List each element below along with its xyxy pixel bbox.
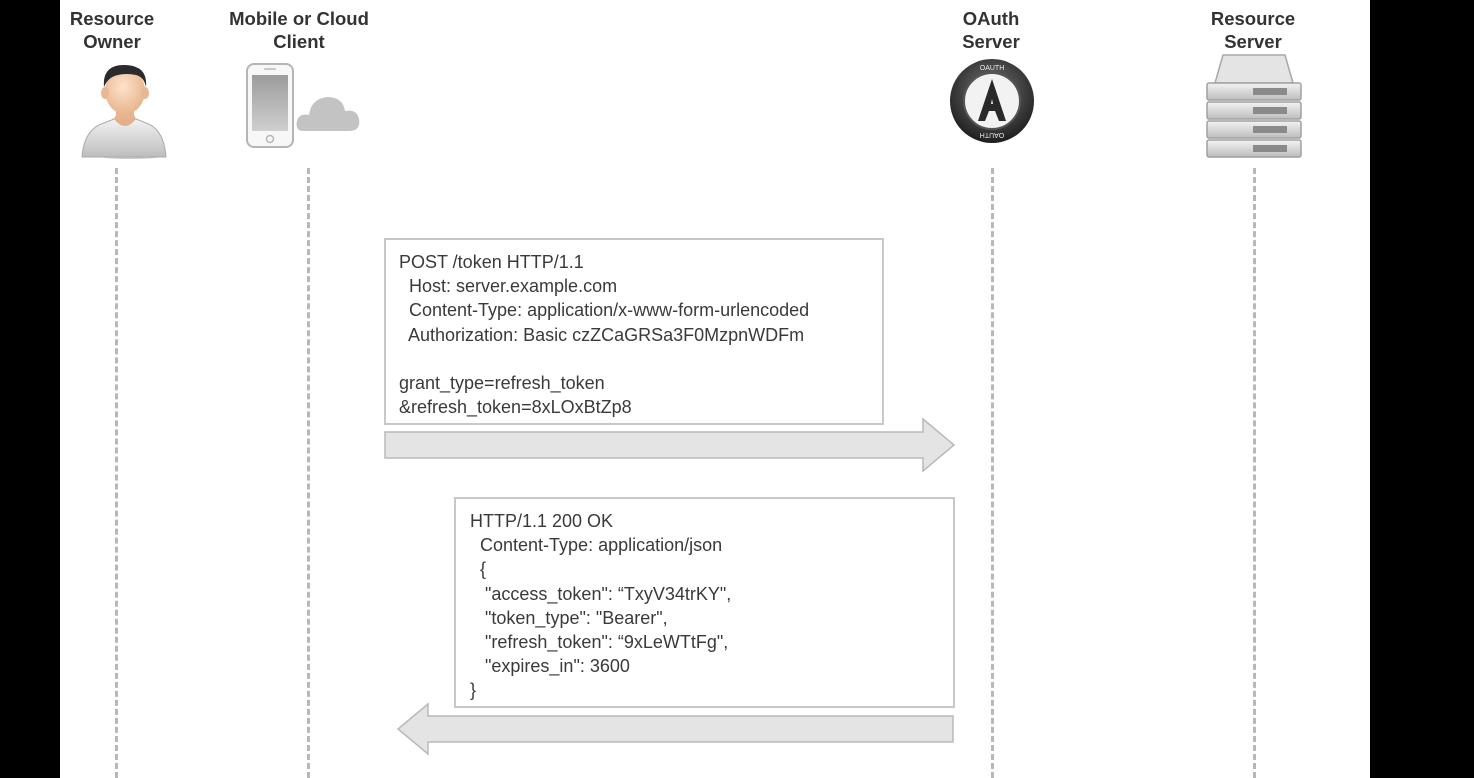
- actor-label-oauth-server: OAuth Server: [962, 8, 1020, 52]
- response-line: Content-Type: application/json: [470, 535, 723, 556]
- actor-label-resource-server: Resource Server: [1210, 8, 1296, 52]
- response-line: "expires_in": 3600: [470, 656, 630, 677]
- lifeline-resource-owner: [115, 168, 118, 778]
- actor-label-client: Mobile or Cloud Client: [229, 8, 369, 52]
- response-arrow: [396, 702, 956, 756]
- response-line: }: [470, 680, 477, 701]
- response-line: {: [470, 559, 487, 580]
- response-line: "token_type": "Bearer",: [470, 607, 668, 628]
- request-line: &refresh_token=8xLOxBtZp8: [399, 397, 632, 418]
- request-line: Host: server.example.com: [399, 276, 618, 297]
- oauth-logo-icon: OAUTH OAUTH: [947, 57, 1037, 145]
- server-rack-icon: [1203, 53, 1305, 159]
- request-line: Authorization: Basic czZCaGRSa3F0MzpnWDF…: [399, 324, 805, 345]
- response-line: "refresh_token": “9xLeWTtFg",: [470, 631, 729, 652]
- person-icon: [78, 57, 172, 161]
- oauth-logo-text-bottom: OAUTH: [980, 131, 1005, 138]
- request-line: POST /token HTTP/1.1: [399, 252, 584, 272]
- request-line: Content-Type: application/x-www-form-url…: [399, 300, 810, 321]
- oauth-logo-text-top: OAUTH: [980, 65, 1005, 72]
- actor-label-resource-owner: Resource Owner: [69, 8, 155, 52]
- token-request-box: POST /token HTTP/1.1 Host: server.exampl…: [384, 238, 884, 425]
- lifeline-client: [307, 168, 310, 778]
- lifeline-oauth-server: [991, 168, 994, 778]
- response-line: HTTP/1.1 200 OK: [470, 511, 614, 531]
- sequence-diagram-slide: Resource Owner Mobile or Cloud Client OA…: [60, 0, 1370, 778]
- lifeline-resource-server: [1253, 168, 1256, 778]
- request-arrow: [383, 417, 957, 473]
- token-response-box: HTTP/1.1 200 OK Content-Type: applicatio…: [454, 497, 955, 708]
- response-line: "access_token": “TxyV34trKY",: [470, 583, 732, 604]
- phone-and-cloud-icon: [245, 63, 375, 149]
- request-line: grant_type=refresh_token: [399, 372, 605, 393]
- request-line: [399, 347, 882, 371]
